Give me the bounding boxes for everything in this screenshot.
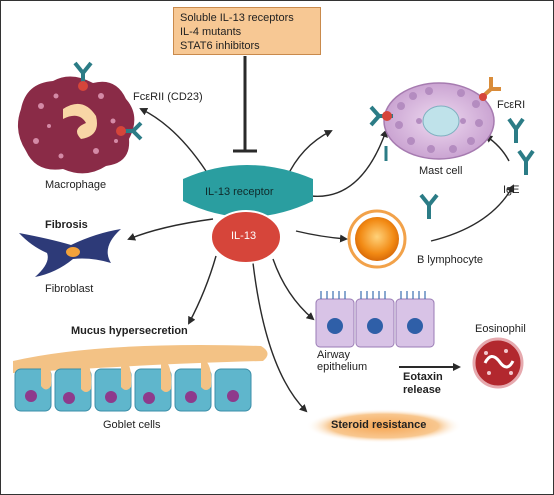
macrophage-receptor-label: FcεRII (CD23) (133, 91, 203, 103)
eotaxin-label-line1: Eotaxin (403, 371, 443, 383)
arrow-receptor-to-mast (310, 129, 388, 197)
mucus-title: Mucus hypersecretion (71, 325, 188, 337)
il13-label: IL-13 (231, 230, 257, 242)
eotaxin-label-line2: release (403, 384, 441, 396)
macrophage-cell (17, 61, 143, 174)
arrow-to-airway (272, 258, 315, 321)
ige-label: IgE (503, 184, 520, 196)
mast-cell (369, 77, 501, 161)
steroid-glow (306, 409, 462, 443)
goblet-cells-label: Goblet cells (103, 419, 161, 431)
arrow-ige-to-mast (484, 134, 510, 162)
il13-receptor-label: IL-13 receptor (205, 186, 274, 198)
arrow-to-fibroblast (127, 218, 214, 241)
arrow-to-macrophage (139, 108, 207, 172)
il13-receptor-shape (183, 165, 313, 217)
airway-epithelium-cells (315, 291, 435, 348)
goblet-cells (13, 345, 268, 412)
eosinophil-label: Eosinophil (475, 323, 526, 335)
airway-label-line1: Airway (317, 349, 351, 361)
inhibitors-box: Soluble IL-13 receptors IL-4 mutants STA… (173, 7, 321, 55)
arrow-b-to-ige (430, 184, 514, 242)
il13-ligand-shape (210, 210, 282, 264)
fibroblast-cell (19, 229, 121, 277)
steroid-resistance-label: Steroid resistance (331, 419, 427, 431)
fibrosis-title: Fibrosis (45, 219, 88, 231)
inhibitor-soluble-receptors: Soluble IL-13 receptors (180, 12, 294, 24)
ige-antibodies (507, 117, 535, 175)
macrophage-label: Macrophage (45, 179, 107, 191)
airway-label-line2: epithelium (317, 361, 368, 373)
eosinophil-cell (472, 337, 524, 389)
fibroblast-label: Fibroblast (45, 283, 94, 295)
b-lymphocyte-label: B lymphocyte (417, 254, 484, 266)
b-lymphocyte-cell (347, 193, 439, 269)
arrow-to-b-cell (295, 230, 348, 243)
mast-cell-receptor-label: FcεRI (497, 99, 526, 111)
inhibitor-il4-mutants: IL-4 mutants (180, 26, 242, 38)
arrow-to-steroid (252, 262, 308, 413)
arrow-to-mucus (188, 255, 217, 325)
inhibitor-stat6: STAT6 inhibitors (180, 40, 260, 52)
mast-cell-label: Mast cell (419, 165, 463, 177)
